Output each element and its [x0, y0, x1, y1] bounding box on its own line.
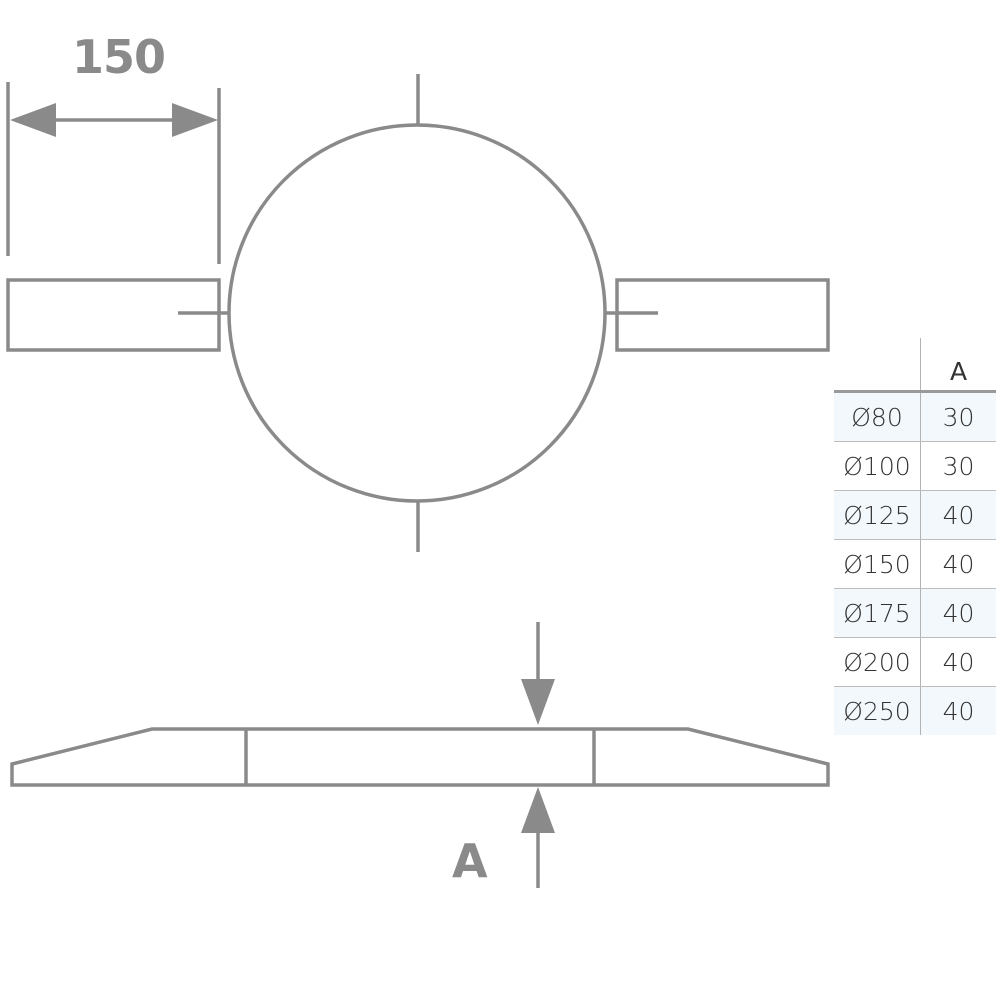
table-row: Ø200 40	[834, 637, 996, 687]
diameter-cell: Ø175	[834, 588, 921, 638]
a-value-cell: 30	[920, 391, 996, 442]
a-value-cell: 40	[920, 588, 996, 638]
a-value-cell: 40	[920, 637, 996, 687]
diameter-cell: Ø125	[834, 490, 921, 540]
table-row: Ø125 40	[834, 490, 996, 540]
a-value-cell: 30	[920, 441, 996, 491]
header-a: A	[920, 338, 996, 393]
table-header-row: A	[834, 338, 996, 393]
diameter-cell: Ø150	[834, 539, 921, 589]
arrowhead-right	[172, 103, 218, 137]
table-row: Ø150 40	[834, 539, 996, 589]
collar-circle	[227, 123, 607, 503]
a-value-cell: 40	[920, 539, 996, 589]
right-bracket	[615, 278, 830, 352]
table-row: Ø100 30	[834, 441, 996, 491]
a-value-cell: 40	[920, 686, 996, 735]
a-value-cell: 40	[920, 490, 996, 540]
arrowhead-up	[521, 787, 555, 833]
side-view	[10, 622, 830, 888]
header-diameter	[834, 338, 921, 393]
thickness-dimension-label: A	[452, 834, 488, 888]
diameter-cell: Ø200	[834, 637, 921, 687]
diameter-cell: Ø250	[834, 686, 921, 735]
table-row: Ø250 40	[834, 686, 996, 735]
arrowhead-left	[10, 103, 56, 137]
table-row: Ø80 30	[834, 391, 996, 442]
width-dimension-label: 150	[72, 30, 166, 84]
table-row: Ø175 40	[834, 588, 996, 638]
diameter-cell: Ø80	[834, 391, 921, 442]
left-bracket	[6, 278, 221, 352]
diameter-cell: Ø100	[834, 441, 921, 491]
width-dimension	[6, 82, 221, 264]
arrowhead-down	[521, 679, 555, 725]
dimension-table: A Ø80 30 Ø100 30 Ø125 40 Ø150 40 Ø175 40…	[834, 338, 996, 735]
